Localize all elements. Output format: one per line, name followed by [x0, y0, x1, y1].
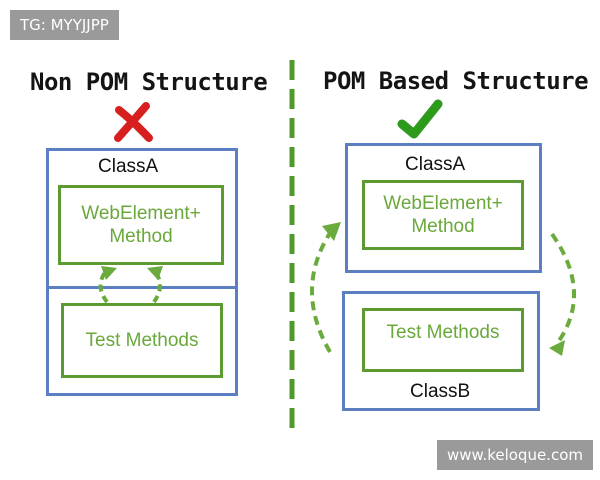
right-test-methods-box: Test Methods: [362, 308, 524, 372]
red-x-icon: [114, 102, 153, 142]
right-arrow-heads: [322, 222, 565, 356]
left-arrow-heads: [101, 266, 163, 280]
green-check-icon: [397, 99, 443, 139]
right-circular-arrows: [310, 231, 576, 354]
pom-heading: POM Based Structure: [323, 67, 589, 95]
right-webelement-box: WebElement+ Method: [362, 180, 524, 250]
right-classa-label: ClassA: [405, 154, 466, 175]
left-bidirectional-arrows: [98, 268, 162, 304]
left-test-methods-box: Test Methods: [61, 303, 223, 378]
watermark-bottom: www.keloque.com: [437, 440, 593, 470]
right-classb-label: ClassB: [410, 381, 471, 402]
watermark-top: TG: MYYJJPP: [10, 10, 119, 40]
left-classa-label: ClassA: [98, 156, 159, 177]
left-webelement-box: WebElement+ Method: [58, 185, 224, 265]
non-pom-heading: Non POM Structure: [30, 68, 268, 96]
